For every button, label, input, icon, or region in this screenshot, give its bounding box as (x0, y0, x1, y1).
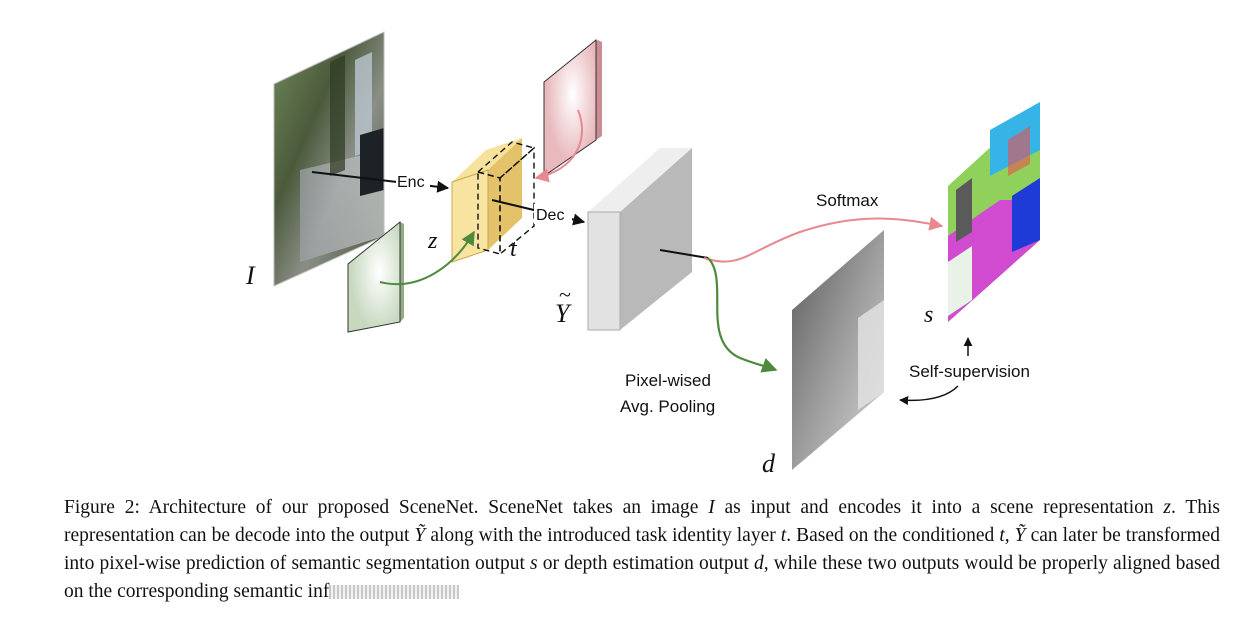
watermark-smudge (329, 585, 460, 599)
pooling-source-line (659, 249, 709, 259)
caption-var: t (780, 525, 787, 546)
caption-text: or depth estimation output (537, 553, 754, 574)
task-identity-layer (476, 141, 536, 256)
symbol-Y: Y (555, 299, 572, 328)
task-layer-depth (347, 220, 404, 333)
caption-var: s (530, 553, 538, 574)
caption-label: Figure 2: (64, 497, 140, 518)
pooling-label-line1: Pixel-wised (625, 371, 711, 390)
caption-text: . Based on the conditioned (786, 525, 1000, 546)
symbol-d: d (762, 449, 776, 478)
enc-label: Enc (397, 174, 425, 191)
caption-var: z (1163, 497, 1172, 518)
caption-text: , (1004, 525, 1015, 546)
dec-label: Dec (536, 207, 564, 224)
caption-var: d (753, 553, 764, 574)
self-supervision-arrow-left (899, 385, 959, 406)
pink-task-arrow (534, 109, 583, 183)
caption-var: I (708, 497, 715, 518)
symbol-I: I (245, 261, 256, 290)
depth-output-image (792, 230, 884, 470)
output-block (587, 148, 692, 331)
softmax-label: Softmax (816, 191, 879, 210)
symbol-s: s (924, 302, 933, 328)
symbol-z: z (427, 228, 438, 254)
caption-text: Architecture of our proposed SceneNet. S… (139, 497, 709, 518)
caption-text: along with the introduced task identity … (425, 525, 781, 546)
figure-caption: Figure 2: Architecture of our proposed S… (64, 494, 1220, 606)
caption-var: Ỹ (1014, 525, 1026, 546)
pooling-arrow (707, 257, 778, 373)
caption-text: as input and encodes it into a scene rep… (714, 497, 1164, 518)
caption-text: , while these two outputs would be prope… (64, 553, 1221, 602)
caption-text: . This representation can be decode into… (64, 497, 1220, 546)
caption-var: t (999, 525, 1005, 546)
green-task-arrow (379, 230, 475, 286)
tilde-mark: ~ (559, 282, 571, 307)
softmax-arrow (703, 216, 944, 263)
task-layer-segmentation (543, 38, 602, 177)
architecture-figure: I Enc z t Dec Y (245, 31, 1040, 478)
caption-text: can later be transformed into pixel-wise… (64, 525, 1221, 574)
segmentation-output-image (948, 102, 1040, 322)
caption-var: Ỹ (414, 525, 426, 546)
self-supervision-label: Self-supervision (909, 362, 1030, 381)
pooling-label-line2: Avg. Pooling (620, 397, 715, 416)
symbol-t: t (510, 236, 518, 262)
